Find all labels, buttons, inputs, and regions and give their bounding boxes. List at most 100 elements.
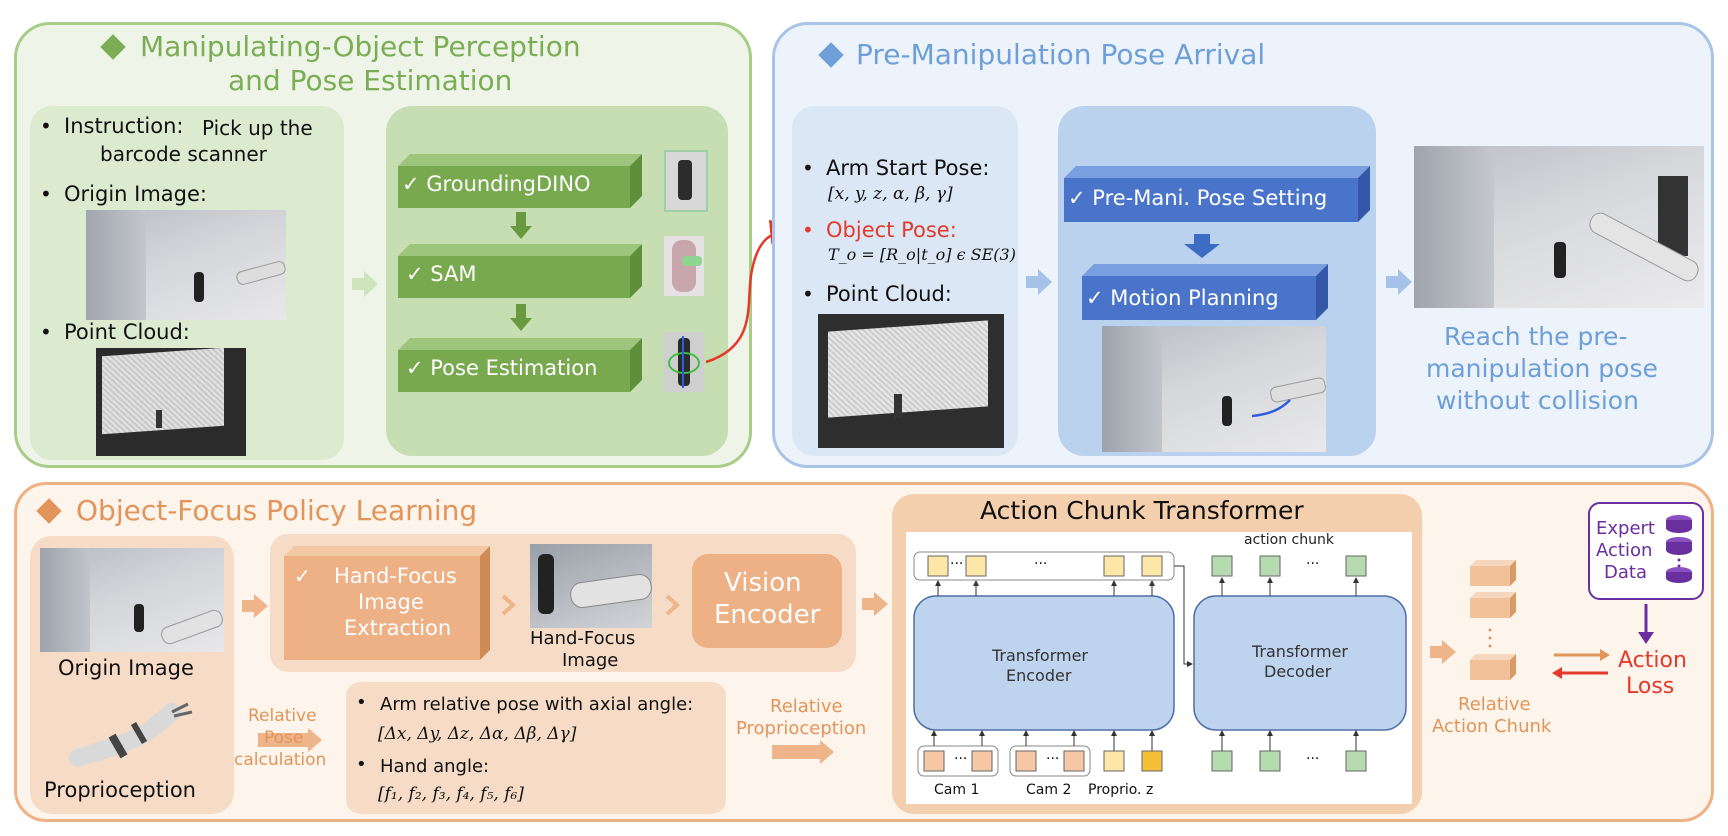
loss-arrows xyxy=(1552,649,1610,679)
relative-action-chunk-label: Action Chunk xyxy=(1432,716,1552,737)
pose-estimation-block: ✓ Pose Estimation xyxy=(398,338,642,392)
proprioception-label: Proprioception xyxy=(44,778,196,802)
check-icon: ✓ xyxy=(294,564,311,588)
pose-setting-label: ✓ Pre-Mani. Pose Setting xyxy=(1068,186,1328,210)
hand-angle-label: Hand angle: xyxy=(380,756,490,777)
origin-image-label: Origin Image: xyxy=(64,182,207,206)
ellipsis: ··· xyxy=(954,751,968,767)
instruction-text: Pick up the xyxy=(202,116,313,140)
expert-data-label: Action xyxy=(1596,540,1653,561)
motion-planning-label: ✓ Motion Planning xyxy=(1086,286,1279,310)
robot-arm-illustration xyxy=(69,702,193,767)
relative-proprioception-label: Relative xyxy=(770,696,843,717)
point-cloud-image xyxy=(96,348,246,456)
act-title: Action Chunk Transformer xyxy=(980,496,1304,525)
act-diagram xyxy=(913,551,1407,777)
decoder-label: Decoder xyxy=(1264,662,1332,681)
hand-focus-image-label: Hand-Focus xyxy=(530,628,636,649)
action-chunk-label: action chunk xyxy=(1244,532,1334,548)
segmentation-thumbnail xyxy=(664,236,704,296)
pose-estimation-label: ✓ Pose Estimation xyxy=(406,356,598,380)
chevron-right-icon xyxy=(501,594,516,616)
bullet: • xyxy=(802,218,814,242)
origin-image-label: Origin Image xyxy=(58,656,194,680)
ellipsis: ··· xyxy=(1306,556,1320,572)
origin-image xyxy=(40,548,224,652)
hand-focus-extraction-label: Extraction xyxy=(344,616,452,640)
groundingdino-label: ✓ GroundingDINO xyxy=(402,172,591,196)
vision-encoder-label: Vision xyxy=(724,568,802,598)
result-text-line2: manipulation pose xyxy=(1426,354,1658,383)
object-pose-label: Object Pose: xyxy=(826,218,957,242)
ellipsis: ··· xyxy=(950,556,964,572)
arm-relative-pose-label: Arm relative pose with axial angle: xyxy=(380,694,694,715)
chevron-right-icon xyxy=(665,594,680,616)
bullet: • xyxy=(356,754,367,775)
down-arrow xyxy=(510,212,532,239)
result-text-line3: without collision xyxy=(1436,386,1639,415)
bullet: • xyxy=(802,156,814,180)
bullet: • xyxy=(40,320,52,344)
relative-action-chunk-label: Relative xyxy=(1458,694,1531,715)
arm-start-pose-label: Arm Start Pose: xyxy=(826,156,990,180)
flow-arrow xyxy=(242,594,268,618)
action-loss-label: Loss xyxy=(1626,674,1675,699)
down-arrow xyxy=(1638,604,1654,644)
flow-arrow xyxy=(1386,269,1412,295)
point-cloud-label: Point Cloud: xyxy=(826,282,952,306)
hand-focus-image-label: Image xyxy=(562,650,619,671)
pose-thumbnail xyxy=(664,332,704,392)
flow-arrow xyxy=(772,740,834,764)
relative-pose-label: Pose xyxy=(264,728,304,748)
bullet: • xyxy=(40,182,52,206)
pose-arrival-title: Pre-Manipulation Pose Arrival xyxy=(856,38,1266,71)
motion-planning-image xyxy=(1102,326,1326,452)
hand-angle-formula: [f₁, f₂, f₃, f₄, f₅, f₆] xyxy=(378,784,524,804)
result-image xyxy=(1414,146,1704,308)
relative-pose-label: calculation xyxy=(234,750,327,770)
result-text-line1: Reach the pre- xyxy=(1444,322,1628,351)
expert-data-label: Expert xyxy=(1596,518,1655,539)
hand-focus-extraction-label: Image xyxy=(358,590,424,614)
policy-learning-panel xyxy=(14,482,1714,822)
encoder-label: Transformer xyxy=(992,646,1089,665)
motion-planning-block: ✓ Motion Planning xyxy=(1082,264,1328,320)
ellipsis: ··· xyxy=(1306,751,1320,767)
proprioception-box xyxy=(346,682,726,814)
flow-arrow xyxy=(352,271,378,297)
bullet: • xyxy=(40,114,52,138)
point-cloud-label: Point Cloud: xyxy=(64,320,190,344)
ellipsis: ··· xyxy=(1046,751,1060,767)
pose-setting-block: ✓ Pre-Mani. Pose Setting xyxy=(1064,166,1370,222)
object-pose-formula: T_o = [R_o|t_o] ϵ SE(3) xyxy=(828,245,1016,264)
flow-arrow xyxy=(1430,640,1456,664)
origin-image xyxy=(86,210,286,320)
hand-focus-extraction-label: Hand-Focus xyxy=(334,564,457,588)
hand-focus-image xyxy=(530,544,652,628)
cam1-label: Cam 1 xyxy=(934,782,980,798)
decoder-label: Transformer xyxy=(1252,642,1349,661)
relative-pose-label: Relative xyxy=(248,706,317,726)
flow-arrow xyxy=(258,728,322,752)
flow-arrow xyxy=(862,592,888,616)
encoder-label: Encoder xyxy=(1006,666,1072,685)
groundingdino-block: ✓ GroundingDINO xyxy=(398,154,642,208)
proprio-z-label: Proprio. z xyxy=(1088,782,1154,798)
perception-title-line1: Manipulating-Object Perception xyxy=(140,30,581,63)
action-chunk-stack xyxy=(1470,560,1516,680)
perception-title-line2: and Pose Estimation xyxy=(228,64,513,97)
arm-start-pose-formula: [x, y, z, α, β, γ] xyxy=(828,184,953,204)
flow-arrow xyxy=(1026,269,1052,295)
sam-block: ✓ SAM xyxy=(398,244,642,298)
relative-proprioception-label: Proprioception xyxy=(736,718,867,739)
instruction-label: Instruction: xyxy=(64,114,184,138)
cam2-label: Cam 2 xyxy=(1026,782,1072,798)
ellipsis: ··· xyxy=(1034,556,1048,572)
action-loss-label: Action xyxy=(1618,648,1687,673)
arm-relative-pose-formula: [Δx, Δy, Δz, Δα, Δβ, Δγ] xyxy=(378,724,577,744)
policy-learning-title: Object-Focus Policy Learning xyxy=(76,494,478,527)
detection-thumbnail xyxy=(664,150,708,212)
sam-label: ✓ SAM xyxy=(406,262,477,286)
bullet: • xyxy=(802,282,814,306)
